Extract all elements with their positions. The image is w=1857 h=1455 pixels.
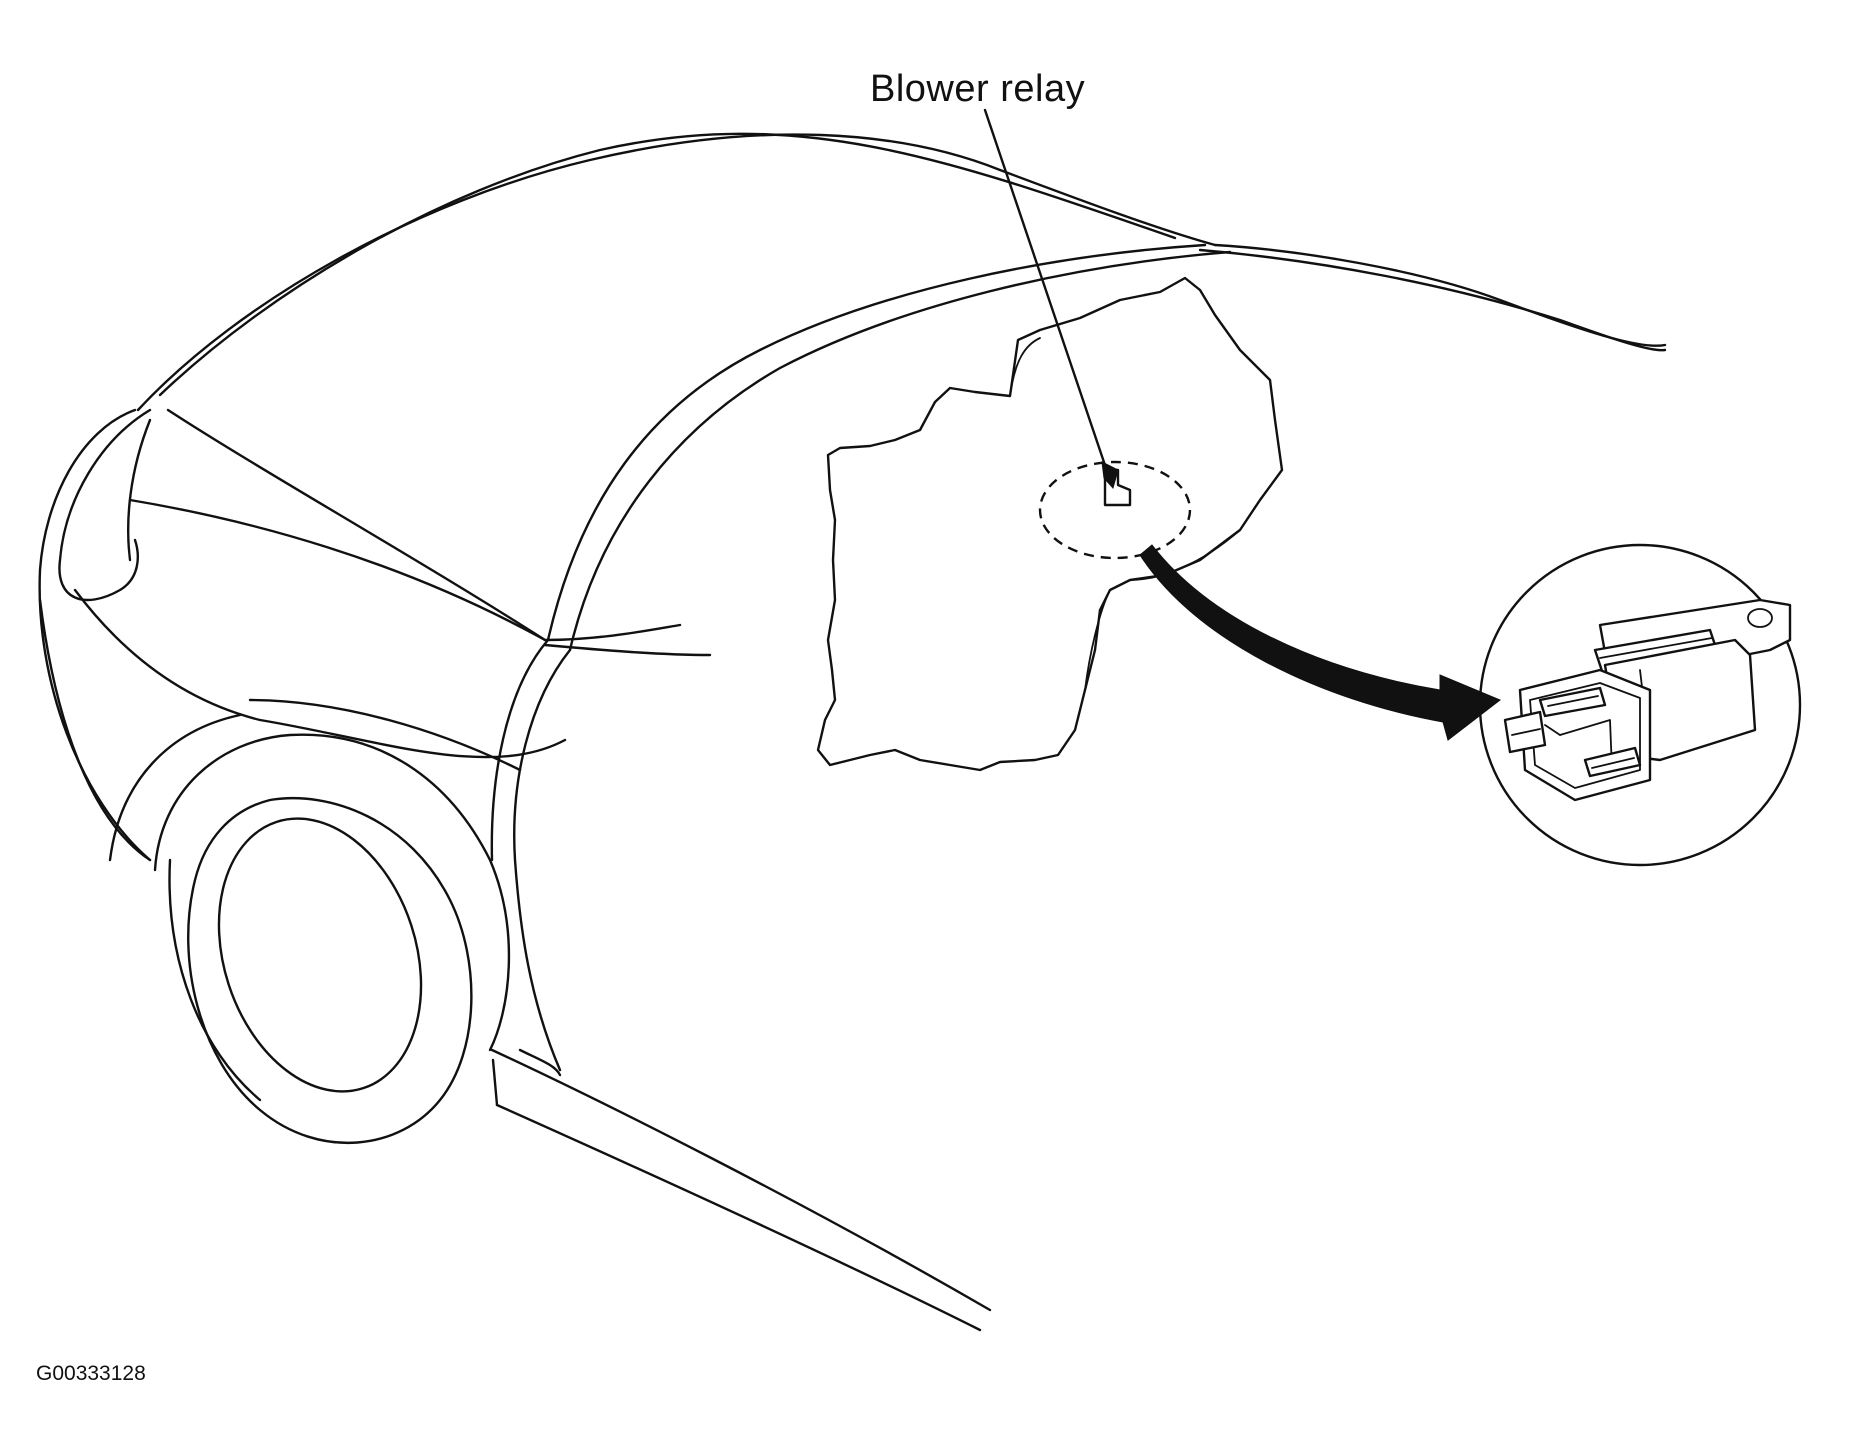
figure-id: G00333128 — [36, 1362, 146, 1385]
relay-magnified-view — [1478, 543, 1802, 867]
curved-arrow — [1139, 544, 1501, 741]
dashboard-cutaway — [816, 276, 1284, 772]
callout-leader — [983, 108, 1119, 490]
car-body-outline — [38, 132, 1667, 1332]
blower-relay-label: Blower relay — [870, 68, 1086, 110]
relay-location-circle — [1038, 460, 1192, 560]
